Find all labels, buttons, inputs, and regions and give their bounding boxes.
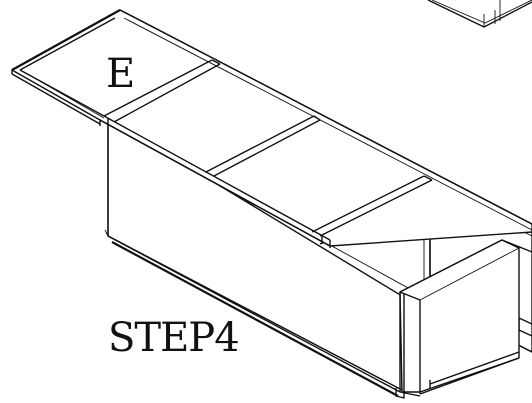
step-label: STEP4 [108,315,240,361]
part-label: E [106,51,136,97]
box-end-panel [395,239,520,399]
lid-panel-e [11,9,532,248]
adjacent-part-corner [427,0,532,28]
